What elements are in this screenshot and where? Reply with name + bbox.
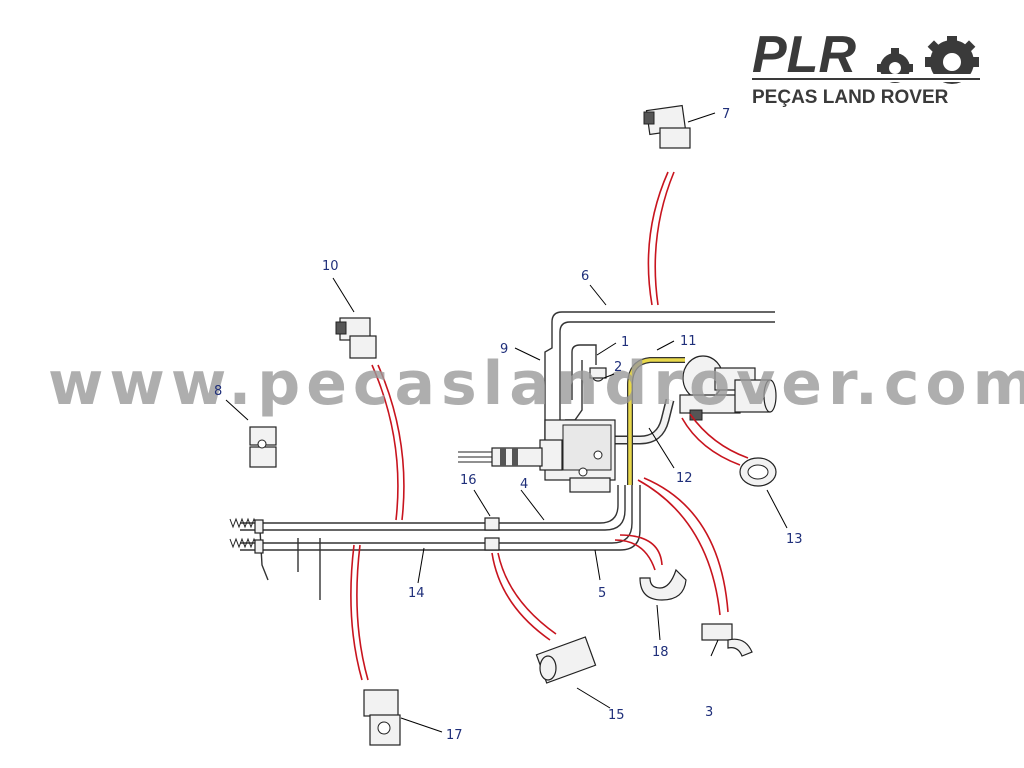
part-16-joint [484,517,500,551]
pipe-end-springs [229,517,264,554]
callout-13: 13 [786,532,803,547]
callout-12: 12 [676,471,693,486]
part-7-clip [643,104,691,149]
pipe-6-upper [544,311,775,440]
logo: PLR PEÇAS LAND ROVER [752,26,980,108]
valve-block [458,419,616,493]
callout-2: 2 [614,360,622,375]
callout-6: 6 [581,269,589,284]
callout-11: 11 [680,334,697,349]
callout-10: 10 [322,259,339,274]
logo-subtitle: PEÇAS LAND ROVER [752,87,949,108]
part-10-clip [335,317,377,359]
pump-motor [679,355,777,421]
pipe-drop-a [259,529,269,581]
part-17-clip [363,689,401,746]
watermark: www.pecaslandrover.com [48,349,1024,419]
pipe-14-5 [240,485,633,544]
part-1-2-fitting [589,367,607,382]
pipe-routes [240,311,775,600]
logo-title: PLR [752,26,856,84]
callout-17: 17 [446,728,463,743]
callout-18: 18 [652,645,669,660]
pipe-11 [628,358,685,485]
callout-14: 14 [408,586,425,601]
part-13-clamp [739,457,777,487]
callout-labels: 1 2 3 4 5 6 7 8 9 10 11 12 13 14 15 16 1… [214,107,803,743]
callout-7: 7 [722,107,730,122]
pipe-4b [240,485,626,531]
pipe-12 [612,399,673,443]
red-connectors [350,171,749,681]
callout-8: 8 [214,384,222,399]
callout-9: 9 [500,342,508,357]
pipe-14-5b [240,485,641,551]
part-18-clip [639,568,687,601]
part-8-clip [249,426,277,468]
callout-3: 3 [705,705,713,720]
pipe-6-lower [559,321,775,420]
callout-1: 1 [621,335,629,350]
pipe-loop [571,344,597,400]
pipe-4 [240,485,619,524]
part-3-bracket [701,623,753,657]
callout-4: 4 [520,477,528,492]
leader-lines [225,112,788,733]
callout-16: 16 [460,473,477,488]
callout-5: 5 [598,586,606,601]
callout-15: 15 [608,708,625,723]
part-15-nut [535,636,597,684]
